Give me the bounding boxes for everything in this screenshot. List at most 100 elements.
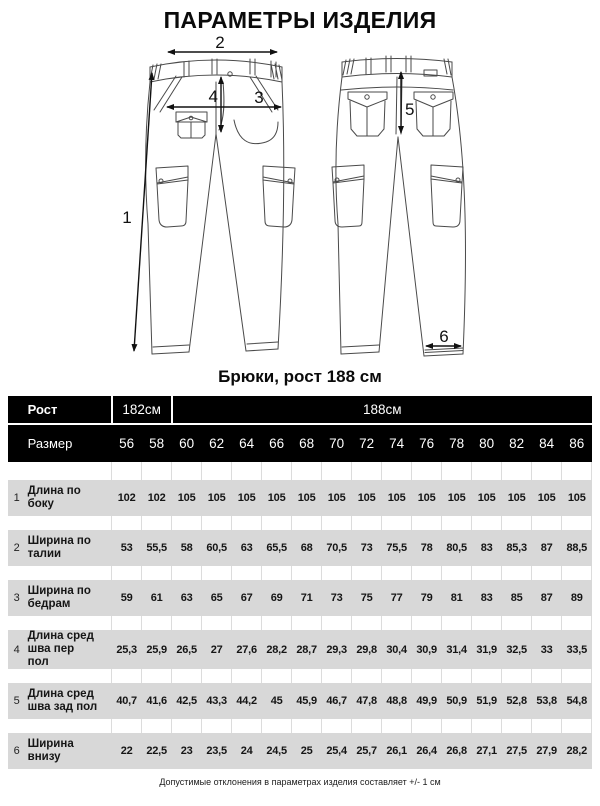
size-col-header: 76 xyxy=(411,424,442,462)
size-col-header: 72 xyxy=(351,424,382,462)
front-small-flap-pocket xyxy=(175,111,208,139)
value-cell: 78 xyxy=(411,530,442,566)
back-cargo-pocket-left xyxy=(331,164,365,228)
value-cell: 88,5 xyxy=(561,530,592,566)
row-label: Длина по боку xyxy=(25,480,112,516)
measure-arrow-3: 3 xyxy=(166,88,282,110)
value-cell: 26,5 xyxy=(171,630,202,669)
value-cell: 47,8 xyxy=(351,683,382,719)
value-cell: 59 xyxy=(111,580,142,616)
front-slash-pocket-left xyxy=(153,75,183,113)
value-cell: 28,2 xyxy=(261,630,292,669)
value-cell: 27,6 xyxy=(231,630,262,669)
value-cell: 69 xyxy=(261,580,292,616)
value-cell: 67 xyxy=(231,580,262,616)
value-cell: 105 xyxy=(261,480,292,516)
value-cell: 26,1 xyxy=(381,733,412,769)
back-cargo-pocket-right xyxy=(430,164,464,228)
value-cell: 27 xyxy=(201,630,232,669)
row-gap xyxy=(8,616,593,630)
value-cell: 44,2 xyxy=(231,683,262,719)
row-label: Ширина внизу xyxy=(25,733,112,769)
row-number: 2 xyxy=(7,530,26,566)
value-cell: 75 xyxy=(351,580,382,616)
value-cell: 28,7 xyxy=(291,630,322,669)
value-cell: 55,5 xyxy=(141,530,172,566)
value-cell: 24 xyxy=(231,733,262,769)
measure-label-3: 3 xyxy=(254,88,263,107)
pants-diagram: 1 2 3 4 5 6 xyxy=(122,34,466,357)
value-cell: 105 xyxy=(291,480,322,516)
height-header-row: Рост 182см 188см xyxy=(7,396,592,425)
value-cell: 26,8 xyxy=(441,733,472,769)
value-cell: 79 xyxy=(411,580,442,616)
value-cell: 105 xyxy=(531,480,562,516)
size-col-header: 80 xyxy=(471,424,502,462)
row-gap xyxy=(8,566,593,580)
page-title: ПАРАМЕТРЫ ИЗДЕЛИЯ xyxy=(163,7,437,33)
value-cell: 25,4 xyxy=(321,733,352,769)
value-cell: 105 xyxy=(171,480,202,516)
value-cell: 102 xyxy=(141,480,172,516)
measure-label-5: 5 xyxy=(405,100,414,119)
value-cell: 42,5 xyxy=(171,683,202,719)
measure-label-2: 2 xyxy=(215,34,224,52)
value-cell: 58 xyxy=(171,530,202,566)
row-number: 6 xyxy=(7,733,26,769)
value-cell: 105 xyxy=(321,480,352,516)
value-cell: 105 xyxy=(381,480,412,516)
value-cell: 29,8 xyxy=(351,630,382,669)
value-cell: 52,8 xyxy=(501,683,532,719)
row-label: Длина сред шва пер пол xyxy=(25,630,112,669)
height-group-188: 188см xyxy=(171,396,592,425)
value-cell: 49,9 xyxy=(411,683,442,719)
value-cell: 60,5 xyxy=(201,530,232,566)
value-cell: 30,4 xyxy=(381,630,412,669)
value-cell: 27,1 xyxy=(471,733,502,769)
back-pocket-left xyxy=(347,91,388,137)
size-col-header: 66 xyxy=(261,424,292,462)
value-cell: 63 xyxy=(171,580,202,616)
size-col-header: 62 xyxy=(201,424,232,462)
height-group-182: 182см xyxy=(110,396,173,425)
size-col-header: 68 xyxy=(291,424,322,462)
value-cell: 68 xyxy=(291,530,322,566)
measure-label-1: 1 xyxy=(122,208,131,227)
value-cell: 89 xyxy=(561,580,592,616)
row-number: 3 xyxy=(7,580,26,616)
front-waistband xyxy=(149,58,283,83)
value-cell: 105 xyxy=(501,480,532,516)
value-cell: 73 xyxy=(351,530,382,566)
product-subtitle: Брюки, рост 188 см xyxy=(218,367,382,386)
row-number: 1 xyxy=(7,480,26,516)
measure-arrow-2: 2 xyxy=(167,34,278,55)
value-cell: 105 xyxy=(201,480,232,516)
value-cell: 81 xyxy=(441,580,472,616)
front-pocket-bag-right xyxy=(233,119,279,145)
value-cell: 26,4 xyxy=(411,733,442,769)
value-cell: 53 xyxy=(111,530,142,566)
row-gap xyxy=(8,462,593,480)
measure-arrow-5: 5 xyxy=(398,71,414,134)
row-label: Ширина по талии xyxy=(25,530,112,566)
value-cell: 22 xyxy=(111,733,142,769)
value-cell: 65 xyxy=(201,580,232,616)
value-cell: 45,9 xyxy=(291,683,322,719)
value-cell: 24,5 xyxy=(261,733,292,769)
value-cell: 83 xyxy=(471,580,502,616)
value-cell: 80,5 xyxy=(441,530,472,566)
value-cell: 85,3 xyxy=(501,530,532,566)
back-waistband xyxy=(341,55,453,78)
value-cell: 87 xyxy=(531,580,562,616)
row-number: 4 xyxy=(7,630,26,669)
value-cell: 65,5 xyxy=(261,530,292,566)
size-col-header: 56 xyxy=(111,424,142,462)
value-cell: 33,5 xyxy=(561,630,592,669)
value-cell: 29,3 xyxy=(321,630,352,669)
measure-arrow-6: 6 xyxy=(425,327,462,349)
value-cell: 31,4 xyxy=(441,630,472,669)
